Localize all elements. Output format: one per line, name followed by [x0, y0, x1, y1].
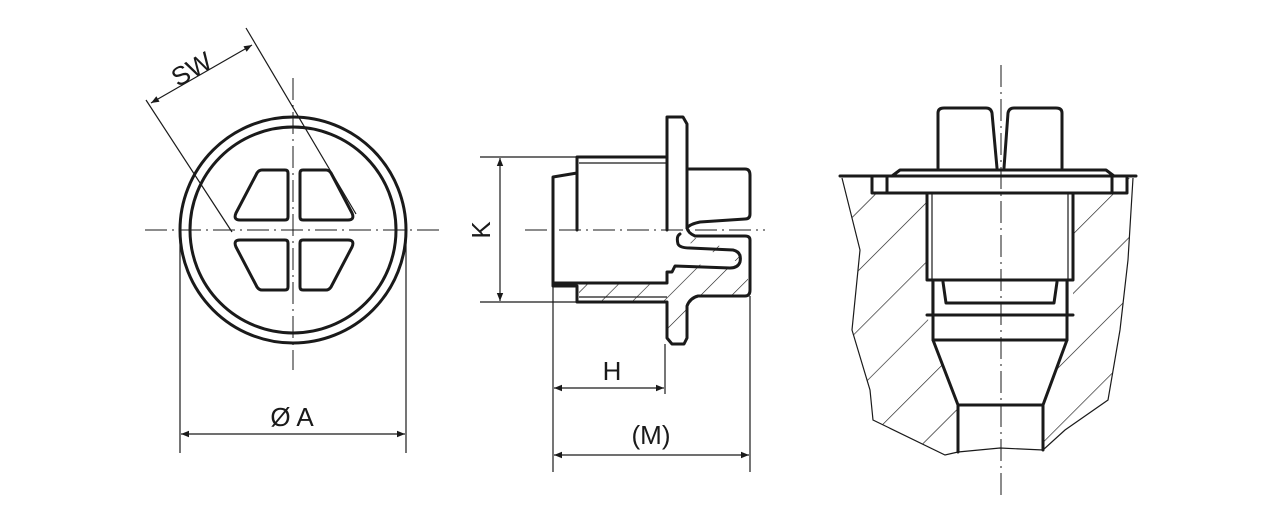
bore-right — [1041, 280, 1069, 452]
window-bottom-right — [298, 238, 355, 292]
sw-label: SW — [166, 45, 218, 92]
side-view: K H (M) — [466, 115, 765, 472]
flange-body — [870, 174, 1129, 195]
m-label: (M) — [632, 420, 671, 450]
installed-section-view — [838, 65, 1138, 495]
h-label: H — [603, 356, 622, 386]
knob-left — [936, 106, 999, 170]
hex-upper — [685, 167, 752, 230]
body-left-step — [551, 171, 579, 285]
sw-extension-line — [245, 27, 357, 215]
sw-dimension-line — [150, 44, 253, 104]
body-top — [575, 155, 669, 232]
inner-circle — [188, 125, 398, 335]
window-bottom-left — [233, 238, 290, 292]
sw-extension-line — [145, 99, 233, 233]
plug-body — [925, 191, 1075, 282]
window-top-left — [233, 168, 290, 222]
window-top-right — [298, 168, 355, 222]
flange-top — [890, 168, 1116, 178]
section-hatching — [579, 234, 748, 342]
bore-left — [931, 280, 960, 454]
knob-right — [1002, 106, 1064, 170]
k-label: K — [466, 221, 496, 239]
flange-upper — [665, 115, 689, 232]
material-break-line — [841, 177, 1134, 456]
plug-cup — [941, 280, 1059, 305]
diameter-a-label: Ø A — [270, 402, 314, 432]
material-hatching-left — [842, 178, 958, 455]
front-view: SW Ø A — [145, 27, 442, 453]
